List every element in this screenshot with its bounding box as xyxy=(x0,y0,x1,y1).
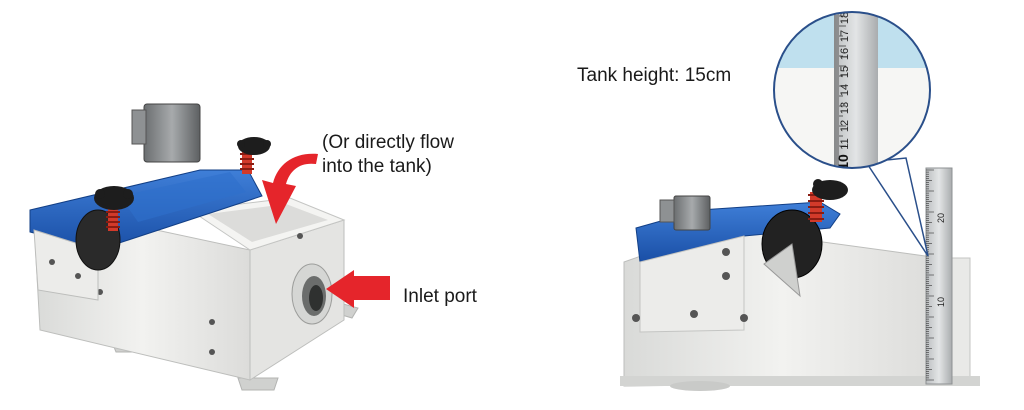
adjust-knob xyxy=(237,137,271,174)
ruler-mark: 10 xyxy=(936,297,946,307)
flow-label-line2: into the tank) xyxy=(322,156,432,177)
ruler-mark: 15 xyxy=(839,66,851,78)
ruler-mark: 16 xyxy=(839,48,851,60)
ruler-mark: 12 xyxy=(839,120,851,132)
flow-label-line1: (Or directly flow xyxy=(322,132,454,153)
flow-into-tank-label: (Or directly flow into the tank) xyxy=(322,131,454,179)
ruler-ticks xyxy=(926,169,934,381)
ruler-mark: 14 xyxy=(839,84,851,96)
right-arrow-icon xyxy=(326,270,390,308)
ruler-mark: 17 xyxy=(839,30,851,42)
ruler-mark: 20 xyxy=(936,213,946,223)
ruler-mark: 13 xyxy=(839,102,851,114)
magnifier-callout: 18 17 16 15 14 13 12 11 10 xyxy=(773,11,931,257)
tank-height-label: Tank height: 15cm xyxy=(577,65,732,86)
machine-right xyxy=(620,179,980,391)
ruler-ticks xyxy=(834,12,846,167)
inlet-port-label: Inlet port xyxy=(403,286,477,307)
ruler-marks: 18 17 16 15 14 13 12 11 10 xyxy=(835,12,851,170)
adjust-knob xyxy=(94,186,134,231)
base-foot xyxy=(237,377,279,391)
adjust-knob xyxy=(808,179,848,222)
motor xyxy=(143,103,201,163)
ruler-mark: 11 xyxy=(839,138,851,149)
side-ruler: 20 10 xyxy=(925,167,953,385)
ruler-mark: 10 xyxy=(835,154,851,170)
curved-arrow-icon xyxy=(262,153,318,224)
machine-left xyxy=(29,103,359,391)
motor xyxy=(673,195,711,231)
ruler-mark: 18 xyxy=(839,12,851,24)
